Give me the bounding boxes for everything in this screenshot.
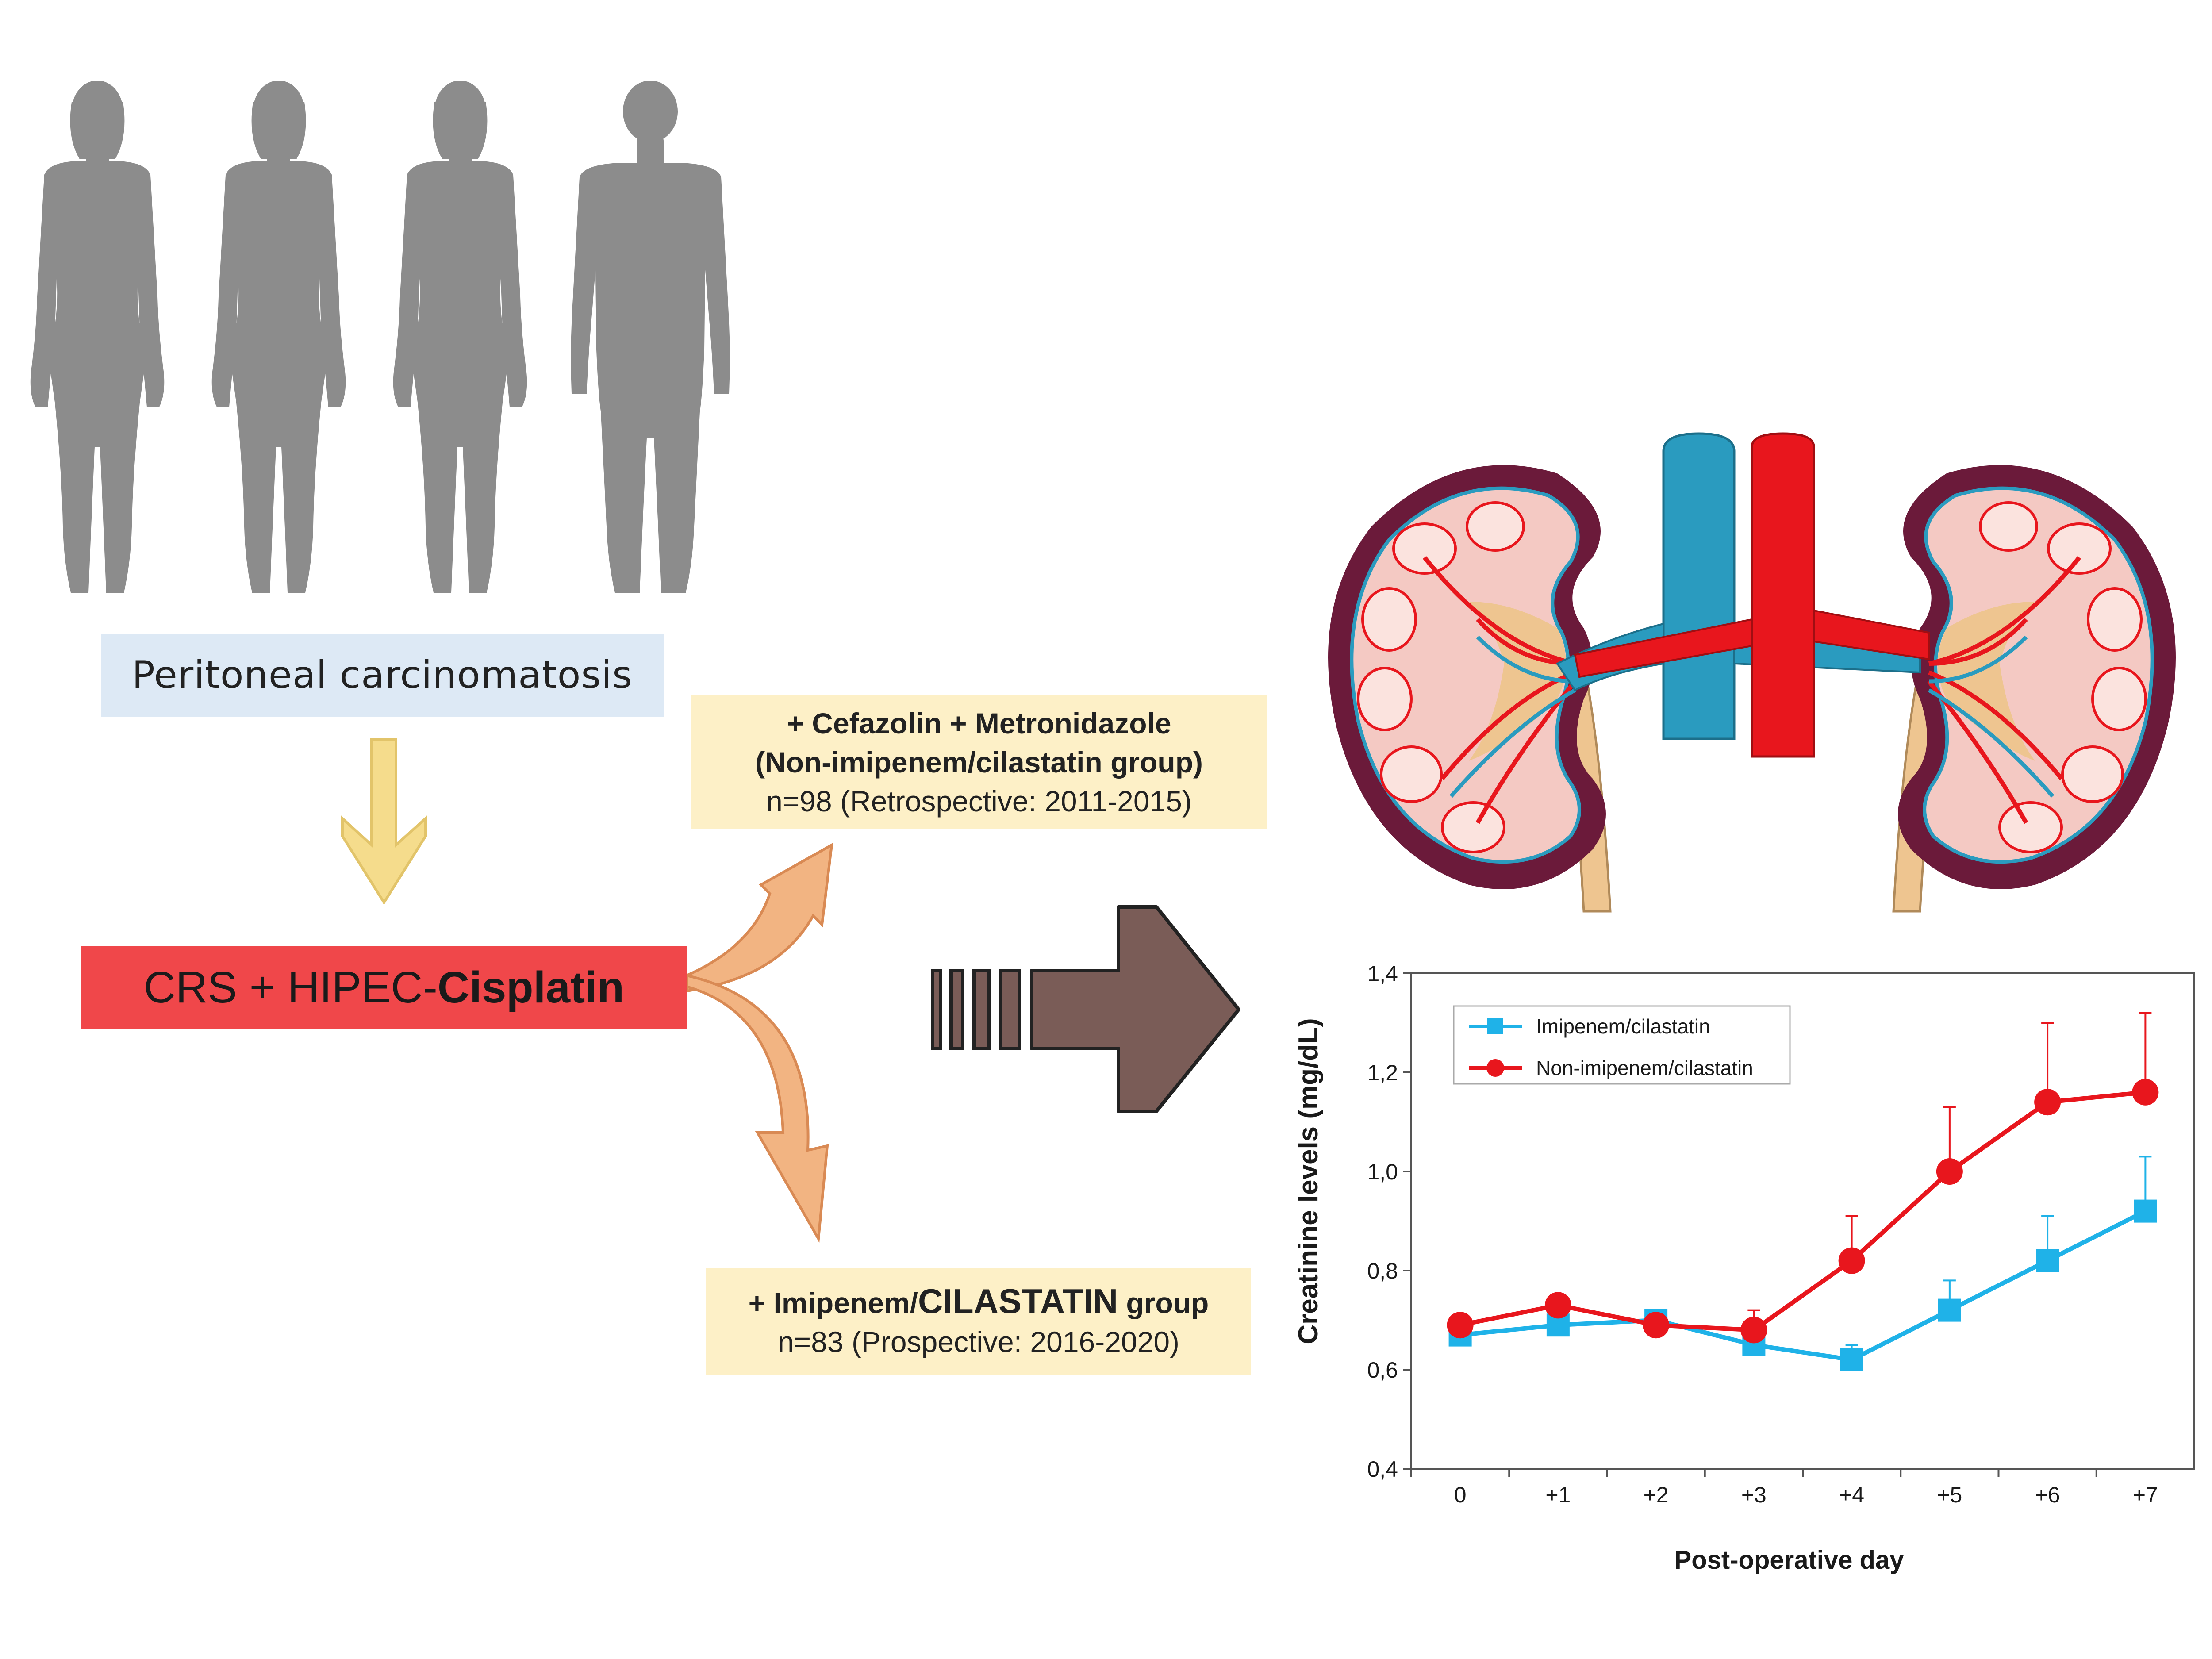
y-tick-label: 0,8 <box>1367 1259 1398 1283</box>
legend-label: Non-imipenem/cilastatin <box>1536 1056 1753 1079</box>
non-imipenem-cohort: n=98 (Retrospective: 2011-2015) <box>766 785 1192 818</box>
series-line <box>1459 1090 2146 1333</box>
data-point <box>2036 1249 2059 1272</box>
x-tick-label: +2 <box>1644 1482 1669 1507</box>
y-tick-label: 1,0 <box>1367 1160 1398 1184</box>
non-imipenem-regimen: + Cefazolin + Metronidazole <box>787 707 1171 740</box>
y-tick-label: 0,4 <box>1367 1457 1398 1482</box>
legend-label: Imipenem/cilastatin <box>1536 1015 1710 1038</box>
x-tick-label: +5 <box>1937 1482 1962 1507</box>
data-point <box>1643 1312 1670 1339</box>
non-imipenem-group-box: + Cefazolin + Metronidazole (Non-imipene… <box>691 695 1267 829</box>
down-arrow <box>341 738 427 905</box>
left-kidney <box>1328 465 1606 889</box>
branch-arrow-up <box>685 842 833 993</box>
data-point <box>1938 1298 1961 1322</box>
data-point <box>1838 1247 1865 1274</box>
vena-cava <box>1662 432 1736 740</box>
data-point <box>1447 1312 1474 1339</box>
creatinine-chart: 0,4 0,6 0,8 1,0 1,2 1,4 0 +1 +2 +3 +4 +5 +6 +7 Imipen… <box>1293 961 2195 1575</box>
y-tick-label: 1,2 <box>1367 1060 1398 1085</box>
imipenem-cilastatin: CILASTATIN <box>918 1282 1118 1321</box>
imipenem-prefix: + Imipenem/ <box>748 1286 918 1319</box>
population-box: Peritoneal carcinomatosis <box>101 634 664 717</box>
imipenem-suffix: group <box>1118 1286 1209 1319</box>
y-axis-label: Creatinine levels (mg/dL) <box>1293 1018 1324 1344</box>
x-tick-label: +7 <box>2133 1482 2158 1507</box>
imipenem-cohort: n=83 (Prospective: 2016-2020) <box>777 1325 1180 1358</box>
right-kidney <box>1898 465 2176 889</box>
x-tick-label: +4 <box>1839 1482 1864 1507</box>
data-point <box>2034 1089 2061 1116</box>
series-line <box>1460 1209 2147 1362</box>
y-tick-label: 0,6 <box>1367 1358 1398 1382</box>
series-square <box>1448 1156 2157 1371</box>
x-tick-label: 0 <box>1454 1482 1467 1507</box>
big-arrow <box>931 905 1240 1113</box>
series-circle <box>1447 1012 2159 1344</box>
data-point <box>1544 1292 1571 1319</box>
y-tick-label: 1,4 <box>1367 961 1398 986</box>
procedure-box: CRS + HIPEC-Cisplatin <box>81 946 687 1029</box>
kidney-illustration <box>1328 432 2176 913</box>
x-tick-label: +6 <box>2035 1482 2060 1507</box>
data-point <box>1740 1317 1767 1344</box>
non-imipenem-group-name: (Non-imipenem/cilastatin group) <box>755 746 1203 779</box>
aorta <box>1751 432 1815 758</box>
population-label: Peritoneal carcinomatosis <box>132 653 633 697</box>
x-tick-label: +1 <box>1545 1482 1571 1507</box>
procedure-drug: Cisplatin <box>437 962 625 1012</box>
legend-marker <box>1486 1059 1504 1077</box>
procedure-prefix: CRS + HIPEC- <box>143 962 438 1012</box>
x-tick-label: +3 <box>1741 1482 1767 1507</box>
legend-marker <box>1487 1018 1503 1034</box>
data-point <box>2132 1079 2159 1106</box>
imipenem-group-box: + Imipenem/CILASTATIN group n=83 (Prospe… <box>706 1268 1251 1375</box>
x-axis-label: Post-operative day <box>1674 1546 1904 1575</box>
data-point <box>2134 1199 2157 1223</box>
branch-arrow-down <box>685 974 829 1243</box>
legend-box <box>1453 1005 1791 1085</box>
data-point <box>1840 1348 1863 1371</box>
data-point <box>1936 1158 1963 1185</box>
